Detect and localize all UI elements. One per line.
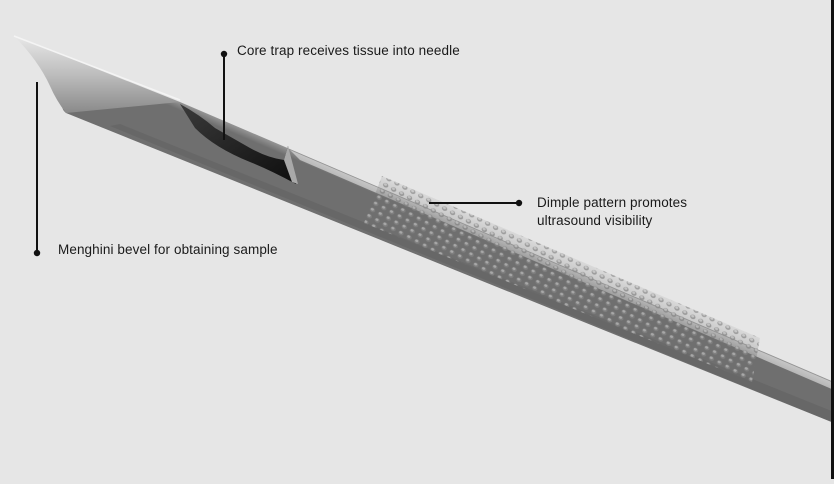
- dimple-pattern-label: Dimple pattern promotes ultrasound visib…: [537, 194, 687, 230]
- bevel-leader: [33, 82, 41, 257]
- core-trap-label: Core trap receives tissue into needle: [237, 43, 460, 58]
- bevel-edge: [13, 35, 181, 101]
- menghini-bevel-label: Menghini bevel for obtaining sample: [58, 242, 278, 257]
- needle-shaft-shade: [110, 124, 834, 423]
- right-border: [831, 0, 834, 479]
- core-trap-lip: [284, 146, 298, 184]
- dimple-leader: [429, 199, 523, 207]
- needle-shaft: [62, 102, 834, 423]
- dimple-label-line-2: ultrasound visibility: [537, 213, 653, 228]
- core-trap-opening: [180, 104, 296, 184]
- core-trap-leader: [220, 50, 228, 140]
- menghini-bevel-tip: [14, 36, 180, 113]
- dimple-band-shading: [364, 176, 760, 382]
- dimple-label-line-1: Dimple pattern promotes: [537, 195, 688, 210]
